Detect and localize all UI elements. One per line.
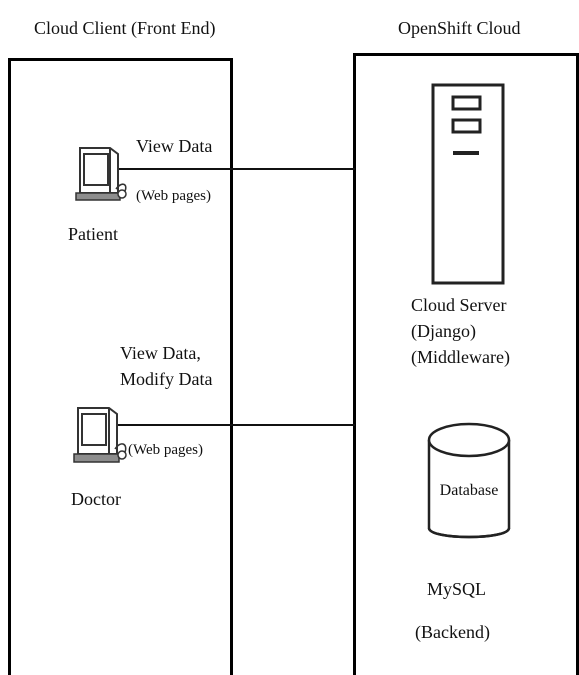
doctor-name: Doctor [71, 489, 121, 509]
patient-access-label: View Data [136, 136, 213, 156]
database-label-line1: MySQL [427, 579, 487, 599]
patient-pages-label: (Web pages) [136, 188, 212, 204]
doctor-pages-label: (Web pages) [128, 442, 204, 458]
server-label-line2: (Django) [411, 321, 476, 341]
client-panel-title: Cloud Client (Front End) [34, 18, 216, 38]
patient-connector [116, 168, 355, 170]
cloud-panel-title: OpenShift Cloud [398, 18, 521, 38]
server-label-line3: (Middleware) [411, 347, 510, 367]
doctor-access-label-line1: View Data, [120, 343, 201, 363]
cloud-panel [353, 53, 579, 675]
patient-name: Patient [68, 224, 118, 244]
client-panel [8, 58, 233, 675]
database-label-line2: (Backend) [415, 622, 490, 642]
server-icon [431, 83, 505, 285]
patient-computer-icon [75, 147, 127, 201]
server-label-line1: Cloud Server [411, 295, 507, 315]
database-icon [427, 422, 511, 539]
doctor-connector [110, 424, 355, 426]
doctor-computer-icon [73, 407, 127, 463]
doctor-access-label-line2: Modify Data [120, 369, 213, 389]
database-icon-label: Database [439, 482, 499, 499]
